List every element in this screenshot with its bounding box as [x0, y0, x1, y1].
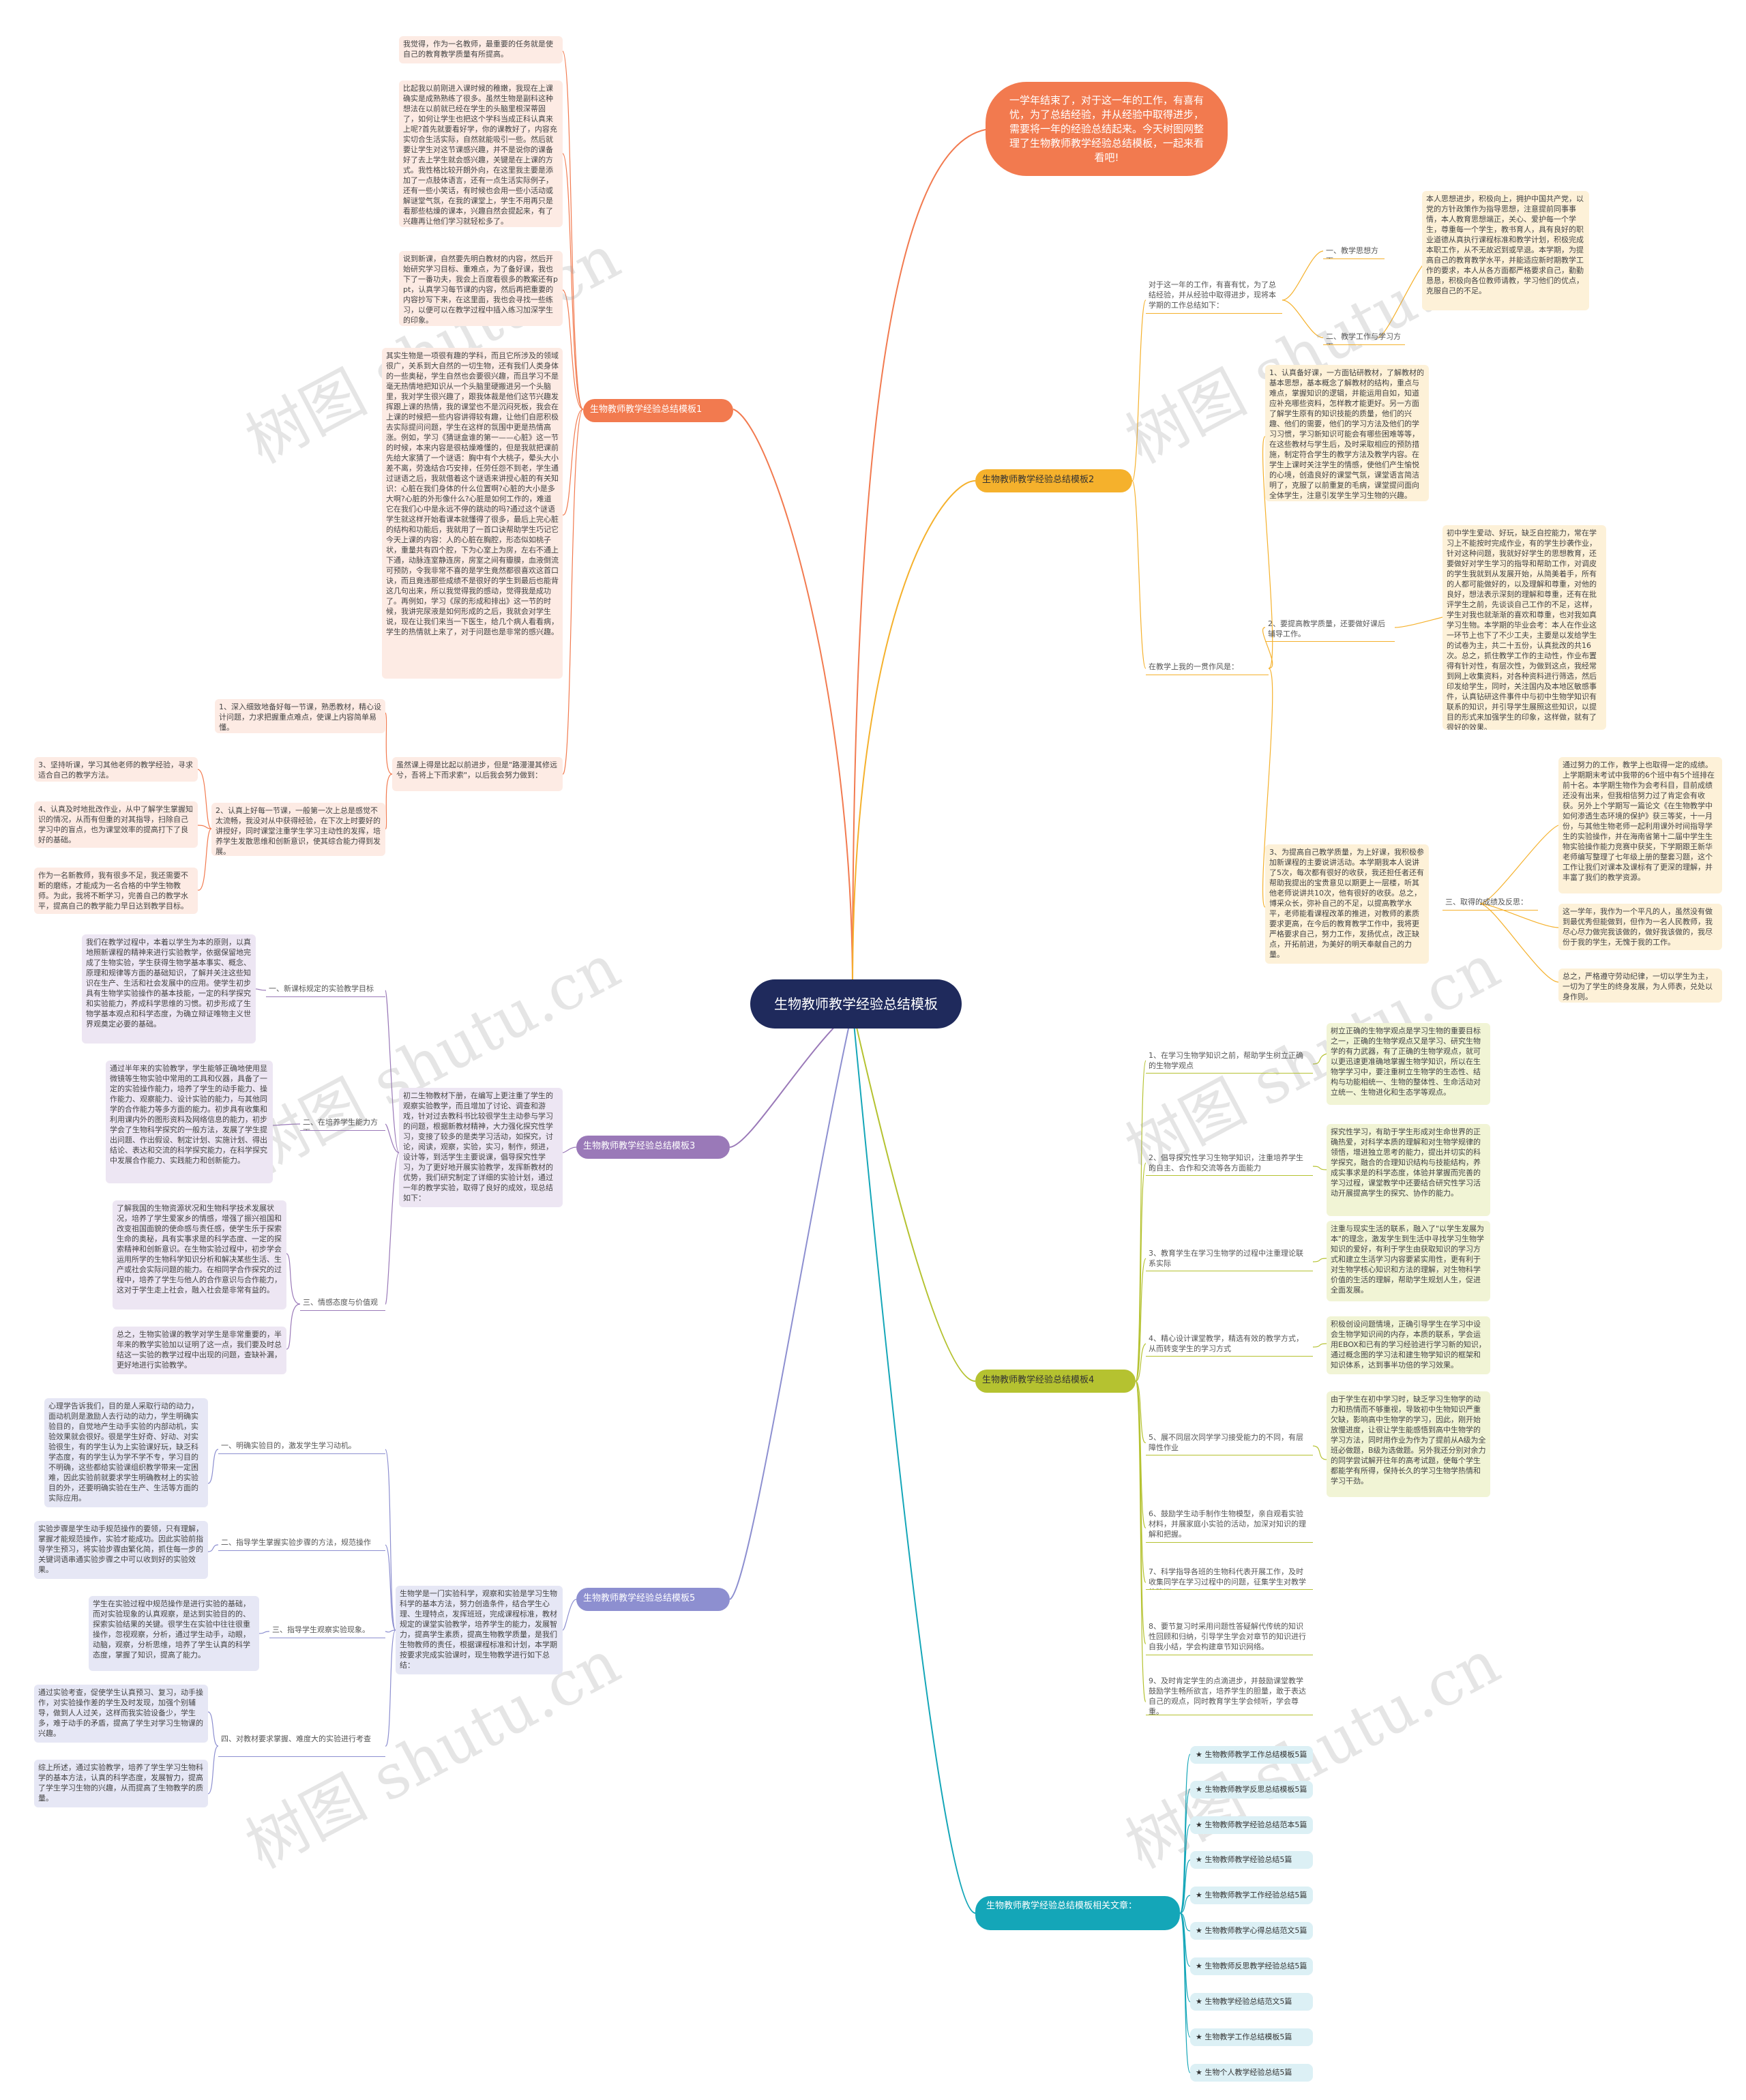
- related-article-link[interactable]: ★ 生物教师反思教学经验总结5篇: [1190, 1957, 1313, 1975]
- b4-point-3: 3、教育学生在学习生物学的过程中注重理论联系实际: [1146, 1247, 1313, 1271]
- b1-note-4: 其实生物是一项很有趣的学科，而且它所涉及的领域很广，关系到大自然的一切生物，还有…: [382, 348, 563, 679]
- b3-section-3-note-a: 了解我国的生物资源状况和生物科学技术发展状况，培养了学生爱家乡的情感，增强了振兴…: [113, 1200, 286, 1310]
- b2-section-3-note: 初中学生爱动、好玩，缺乏自控能力，常在学习上不能按时完成作业，有的学生抄袭作业，…: [1442, 525, 1606, 730]
- b2-section-5-note-b: 这一学年，我作为一个平凡的人，虽然没有做到最优秀但能做到，但作为一名人民教师，我…: [1558, 904, 1722, 950]
- b5-section-2-note: 实验步骤是学生动手规范操作的要领，只有理解，掌握才能规范操作，实验才能成功。因此…: [34, 1521, 208, 1579]
- b3-section-2-note: 通过半年来的实验教学，学生能够正确地使用显微镜等生物实验中常用的工具和仪器，具备…: [106, 1061, 273, 1183]
- related-article-link[interactable]: ★ 生物教师教学工作总结模板5篇: [1190, 1746, 1313, 1764]
- b4-point-2-note: 探究性学习，有助于学生形成对生命世界的正确热爱，对科学本质的理解和对生物学规律的…: [1327, 1124, 1490, 1216]
- b1-note-6b: 4、认真及时地批改作业，从中了解学生掌握知识的情况，从而有但重的对其指导，扫除自…: [34, 801, 198, 848]
- b2-section-1: 一、教学思想方面：: [1323, 244, 1385, 259]
- branch-1-title[interactable]: 生物教师教学经验总结模板1: [583, 399, 733, 422]
- b5-lead: 生物学是一门实验科学，观察和实验是学习生物科学的基本方法，努力创造条件，结合学生…: [396, 1586, 563, 1674]
- related-article-link[interactable]: ★ 生物教师教学经验总结5篇: [1190, 1851, 1313, 1869]
- b3-section-1-note: 我们在教学过程中，本着以学生为本的原则，以真地照新课程的精神来进行实验教学，依据…: [82, 934, 256, 1044]
- b2-section-4-note: 3、为提高自己教学质量，为上好课，我积极参加新课程的主要说讲活动。本学期我本人说…: [1265, 844, 1429, 964]
- b1-note-5b: 2、认真上好每一节课，一般第一次上总是感觉不太流畅，我没对从中获得经验，在下次上…: [211, 803, 385, 856]
- b2-lead: 对于这一年的工作，有喜有忧，为了总结经验，并从经验中取得进步，现将本学期的工作总…: [1146, 278, 1282, 314]
- b4-point-7: 7、科学指导各班的生物科代表开展工作，及时收集同学在学习过程中的问题，征集学生对…: [1146, 1565, 1313, 1590]
- b5-section-1: 一、明确实验目的，激发学生学习动机。: [218, 1439, 385, 1454]
- b1-note-5: 虽然课上得是比起以前进步，但是"路漫漫其修远兮，吾将上下而求索"，以后我会努力做…: [392, 757, 563, 791]
- b2-section-1-note: 本人思想进步，积极向上，拥护中国共产党，以党的方针政策作为指导思想，注意提前同事…: [1422, 191, 1589, 310]
- b4-point-1-note: 树立正确的生物学观点是学习生物的重要目标之一，正确的生物学观点又是学习、研究生物…: [1327, 1023, 1490, 1105]
- b4-point-3-note: 注重与现实生活的联系，融入了"以学生发展为本"的理念，激发学生到生活中寻找学习生…: [1327, 1221, 1490, 1301]
- b2-section-5: 三、取得的成绩及反思：: [1442, 896, 1538, 911]
- related-article-link[interactable]: ★ 生物教学经验总结范文5篇: [1190, 1993, 1313, 2011]
- b1-note-3: 说到新课，自然要先明白教材的内容，然后开始研究学习目标、重难点，为了备好课，我也…: [399, 251, 563, 326]
- b3-section-1: 一、新课标规定的实验教学目标: [266, 982, 385, 997]
- b2-section-3: 2、要提高教学质量，还要做好课后辅导工作。: [1265, 617, 1395, 642]
- b1-note-7: 作为一名新教师，我有很多不足，我还需要不断的磨练，才能成为一名合格的中学生物教师…: [34, 868, 198, 914]
- b3-section-3: 三、情感态度与价值观: [300, 1296, 385, 1311]
- b1-note-5a: 1、深入细致地备好每一节课，熟悉教材，精心设计问题，力求把握重点难点，使课上内容…: [215, 699, 385, 733]
- b5-section-4-note-b: 综上所述，通过实验教学，培养了学生学习生物科学的基本方法，认真的科学态度，发展智…: [34, 1760, 208, 1807]
- b4-point-4-note: 积极创设问题情境，正确引导学生在学习中设会生物学知识间的内存，本质的联系，学会运…: [1327, 1316, 1490, 1374]
- related-article-link[interactable]: ★ 生物教学工作总结模板5篇: [1190, 2028, 1313, 2046]
- branch-2-title[interactable]: 生物教师教学经验总结模板2: [975, 469, 1132, 492]
- b2-section-2: 二、教学工作与学习方面：: [1323, 330, 1405, 345]
- b4-point-4: 4、精心设计课堂教学，精选有效的教学方式，从而转变学生的学习方式: [1146, 1332, 1313, 1357]
- intro-node[interactable]: 一学年结束了，对于这一年的工作，有喜有忧，为了总结经验，并从经验中取得进步，需要…: [986, 82, 1228, 176]
- branch-4-title[interactable]: 生物教师教学经验总结模板4: [975, 1370, 1136, 1393]
- b5-section-4-note-a: 通过实验考查，促使学生认真预习、复习，动手操作，对实验操作差的学生及时发现，加强…: [34, 1685, 208, 1743]
- b4-point-5-note: 由于学生在初中学习时，缺乏学习生物学的动力和热情而不够重视，导致初中生物知识严重…: [1327, 1391, 1490, 1497]
- b5-section-4: 四、对教材要求掌握、难度大的实验进行考查: [218, 1732, 385, 1757]
- b4-point-6: 6、鼓励学生动手制作生物模型，亲自观看实验材料，并展家庭小实验的活动，加深对知识…: [1146, 1507, 1313, 1543]
- b4-point-5: 5、展不同层次同学学习接受能力的不同，有层障性作业: [1146, 1431, 1313, 1455]
- b2-section-5-note-c: 总之，严格遵守劳动纪律，一切以学生为主，一切为了学生的终身发展，为人师表，兑处以…: [1558, 968, 1722, 1003]
- b5-section-3-note: 学生在实验过程中规范操作是进行实验的基础，而对实验现象的认真观察，是达到实验目的…: [89, 1596, 259, 1671]
- b2-mid: 在教学上我的一贯作风是：: [1146, 660, 1269, 675]
- b4-point-2: 2、倡导探究性学习生物学知识，注重培养学生的自主、合作和交流等各方面能力: [1146, 1151, 1313, 1176]
- related-article-link[interactable]: ★ 生物教师教学工作经验总结5篇: [1190, 1887, 1313, 1904]
- b3-lead: 初二生物教材下册，在编写上更注重了学生的观察实验教学，而且增加了讨论、调查和游戏…: [399, 1088, 563, 1207]
- b3-section-2: 二、在培养学生能力方面: [300, 1116, 385, 1131]
- branch-5-title[interactable]: 生物教师教学经验总结模板5: [576, 1588, 730, 1611]
- related-article-link[interactable]: ★ 生物教师教学心得总结范文5篇: [1190, 1922, 1313, 1940]
- related-article-link[interactable]: ★ 生物个人教学经验总结5篇: [1190, 2064, 1313, 2082]
- b4-point-8: 8、要节复习时采用问题性答疑解代传统的知识性回顾和归纳，引导学生学会对章节的知识…: [1146, 1620, 1313, 1655]
- branch-6-title[interactable]: 生物教师教学经验总结模板相关文章：: [975, 1896, 1180, 1930]
- related-article-link[interactable]: ★ 生物教师教学反思总结模板5篇: [1190, 1781, 1313, 1799]
- b4-point-9: 9、及时肯定学生的点滴进步，并鼓励课堂教学鼓励学生畅所欲言，培养学生的胆量，敢于…: [1146, 1674, 1313, 1715]
- b2-section-2-note: 1、认真备好课，一方面钻研教材，了解教材的基本思想，基本概念了解教材的结构，重点…: [1265, 365, 1429, 501]
- related-article-link[interactable]: ★ 生物教师教学经验总结范本5篇: [1190, 1816, 1313, 1834]
- b4-point-1: 1、在学习生物学知识之前，帮助学生树立正确的生物学观点: [1146, 1049, 1313, 1074]
- root-topic[interactable]: 生物教师教学经验总结模板: [750, 979, 962, 1029]
- b1-note-1: 我觉得，作为一名教师，最重要的任务就是使自己的教育教学质量有所提高。: [399, 36, 563, 63]
- b5-section-1-note: 心理学告诉我们，目的是人采取行动的动力，面动机则是激励人去行动的动力，学生明确实…: [44, 1398, 208, 1507]
- b5-section-2: 二、指导学生掌握实验步骤的方法，规范操作: [218, 1536, 385, 1551]
- b1-note-6a: 3、坚持听课，学习其他老师的教学经验，寻求适合自己的教学方法。: [34, 757, 198, 782]
- b1-note-2: 比起我以前刚进入课时候的稚嫩，我现在上课确实是成熟熟练了很多。虽然生物是副科这种…: [399, 80, 563, 227]
- branch-3-title[interactable]: 生物教师教学经验总结模板3: [576, 1136, 730, 1159]
- b5-section-3: 三、指导学生观察实验现象。: [269, 1623, 385, 1638]
- b2-section-5-note-a: 通过努力的工作，教学上也取得一定的成绩。上学期期末考试中我带的6个班中有5个班排…: [1558, 757, 1722, 893]
- b3-section-3-note-b: 总之，生物实验课的教学对学生是非常重要的，半年来的教学实验加以证明了这一点，我们…: [113, 1327, 286, 1374]
